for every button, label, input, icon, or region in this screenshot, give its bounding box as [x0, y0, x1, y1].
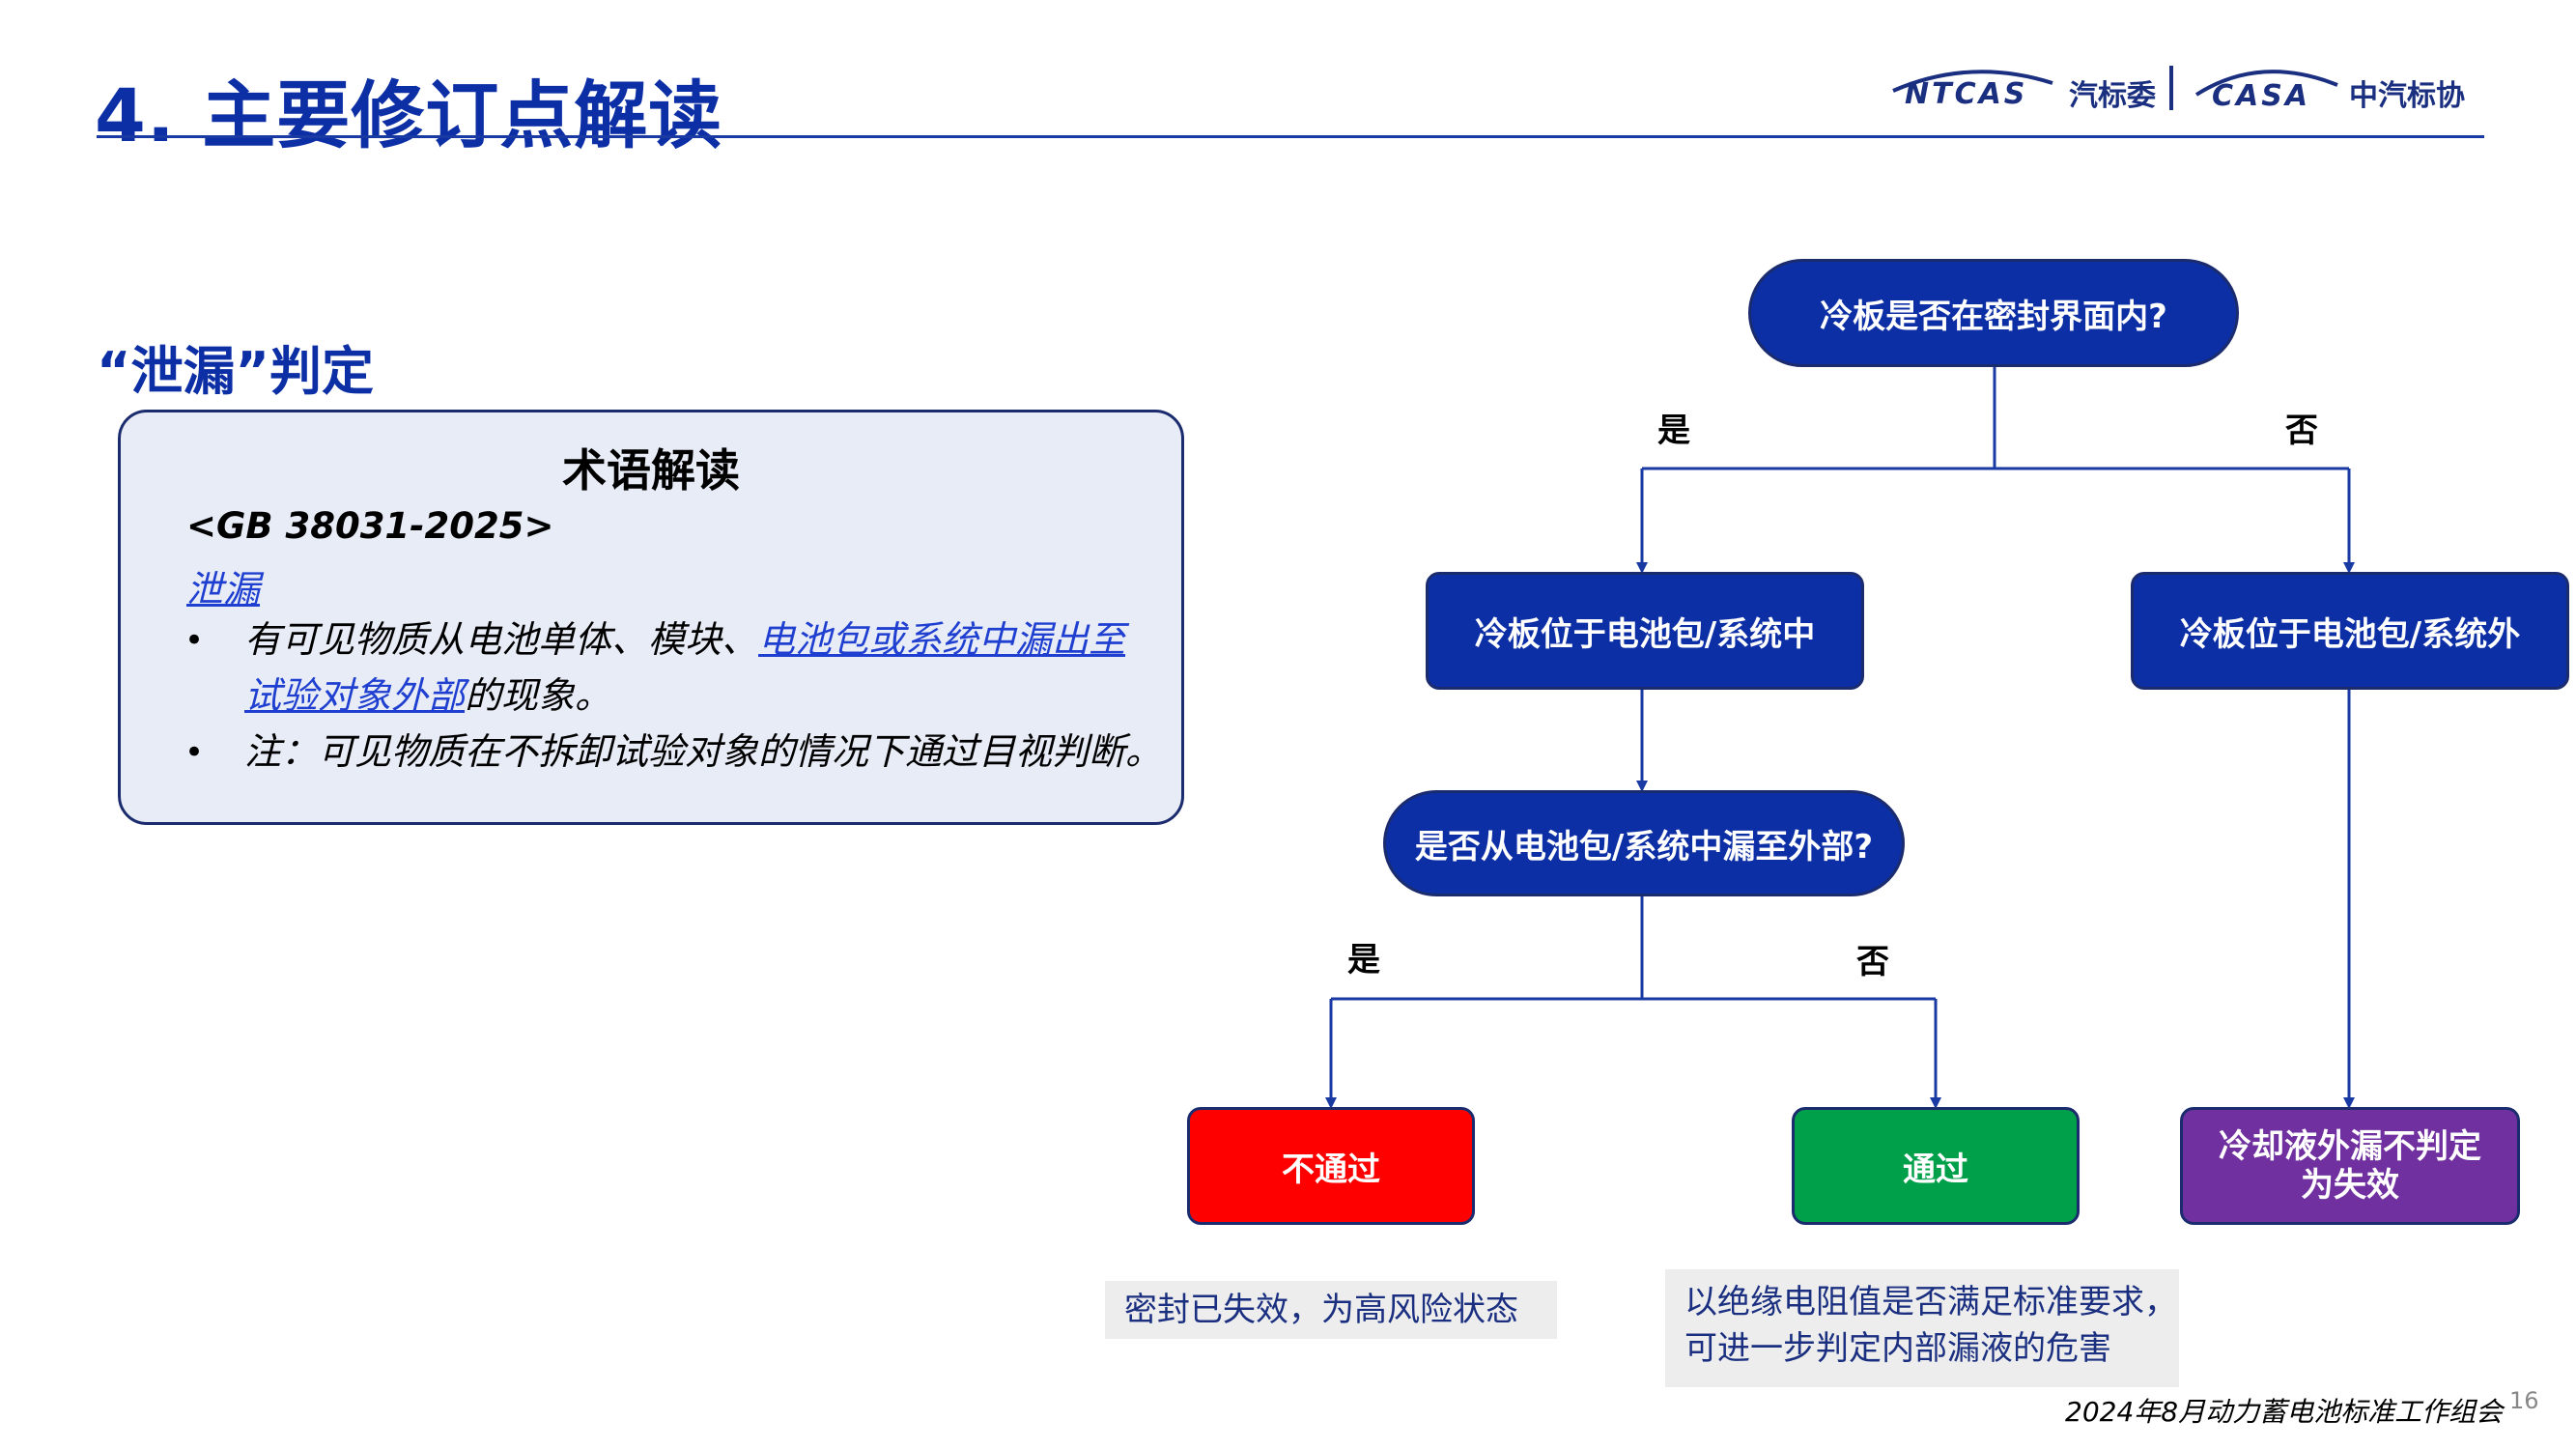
label-yes: 是 [1347, 941, 1380, 980]
result-fail: 不通过 [1187, 1107, 1475, 1225]
casa-name: 中汽标协 [2349, 79, 2465, 113]
term-name: 泄漏 [186, 568, 261, 611]
header-divider [97, 135, 2484, 138]
logo-area: NTCAS 汽标委 CASA 中汽标协 [1883, 60, 2482, 118]
logo-separator [2169, 66, 2173, 110]
casa-brand: CASA [2212, 79, 2311, 113]
result-pass: 通过 [1792, 1107, 2080, 1225]
definition-bullet-2: 注：可见物质在不拆卸试验对象的情况下通过目视判断。 [244, 730, 1163, 773]
label-no: 否 [1856, 943, 1889, 981]
result-coolant-not-failure: 冷却液外漏不判定 为失效 [2180, 1107, 2520, 1225]
standard-reference: <GB 38031-2025> [186, 505, 554, 547]
label-yes: 是 [1657, 412, 1690, 450]
term-box-title: 术语解读 [562, 444, 740, 497]
ntcas-logo-icon [1892, 70, 2053, 93]
label-no: 否 [2285, 412, 2318, 450]
definition-highlight: 电池包或系统中漏出至 [758, 618, 1126, 661]
definition-highlight: 试验对象外部 [244, 674, 466, 717]
bullet-marker: • [184, 733, 205, 772]
node-cold-plate-outside-pack: 冷板位于电池包/系统外 [2131, 572, 2569, 690]
ntcas-brand: NTCAS [1905, 77, 2028, 111]
question-leak-to-outside: 是否从电池包/系统中漏至外部? [1383, 790, 1905, 896]
definition-text: 的现象。 [465, 674, 612, 717]
term-definition-box: 术语解读 <GB 38031-2025> 泄漏 • 有可见物质从电池单体、模块、… [118, 410, 1184, 825]
ntcas-name: 汽标委 [2069, 79, 2156, 113]
bullet-marker: • [184, 621, 205, 660]
coolant-line-1: 冷却液外漏不判定 [2219, 1127, 2481, 1166]
section-subtitle: “泄漏”判定 [97, 341, 374, 402]
note-insulation-resistance: 以绝缘电阻值是否满足标准要求， 可进一步判定内部漏液的危害 [1665, 1269, 2179, 1387]
question-cold-plate-inside-seal: 冷板是否在密封界面内? [1748, 259, 2239, 367]
note-line-1: 以绝缘电阻值是否满足标准要求， [1684, 1283, 2177, 1321]
definition-text: 有可见物质从电池单体、模块、 [244, 618, 759, 661]
casa-logo-icon [2194, 70, 2338, 97]
note-seal-failed: 密封已失效，为高风险状态 [1105, 1281, 1557, 1339]
node-cold-plate-inside-pack: 冷板位于电池包/系统中 [1426, 572, 1864, 690]
page-number: 16 [2509, 1387, 2539, 1414]
page-title: 4. 主要修订点解读 [95, 72, 723, 158]
coolant-line-2: 为失效 [2301, 1166, 2399, 1205]
definition-bullet-1: 有可见物质从电池单体、模块、电池包或系统中漏出至 试验对象外部的现象。 [244, 611, 1125, 724]
footer-organization: 2024年8月动力蓄电池标准工作组会 [2065, 1396, 2504, 1428]
note-line-2: 可进一步判定内部漏液的危害 [1684, 1329, 2111, 1368]
